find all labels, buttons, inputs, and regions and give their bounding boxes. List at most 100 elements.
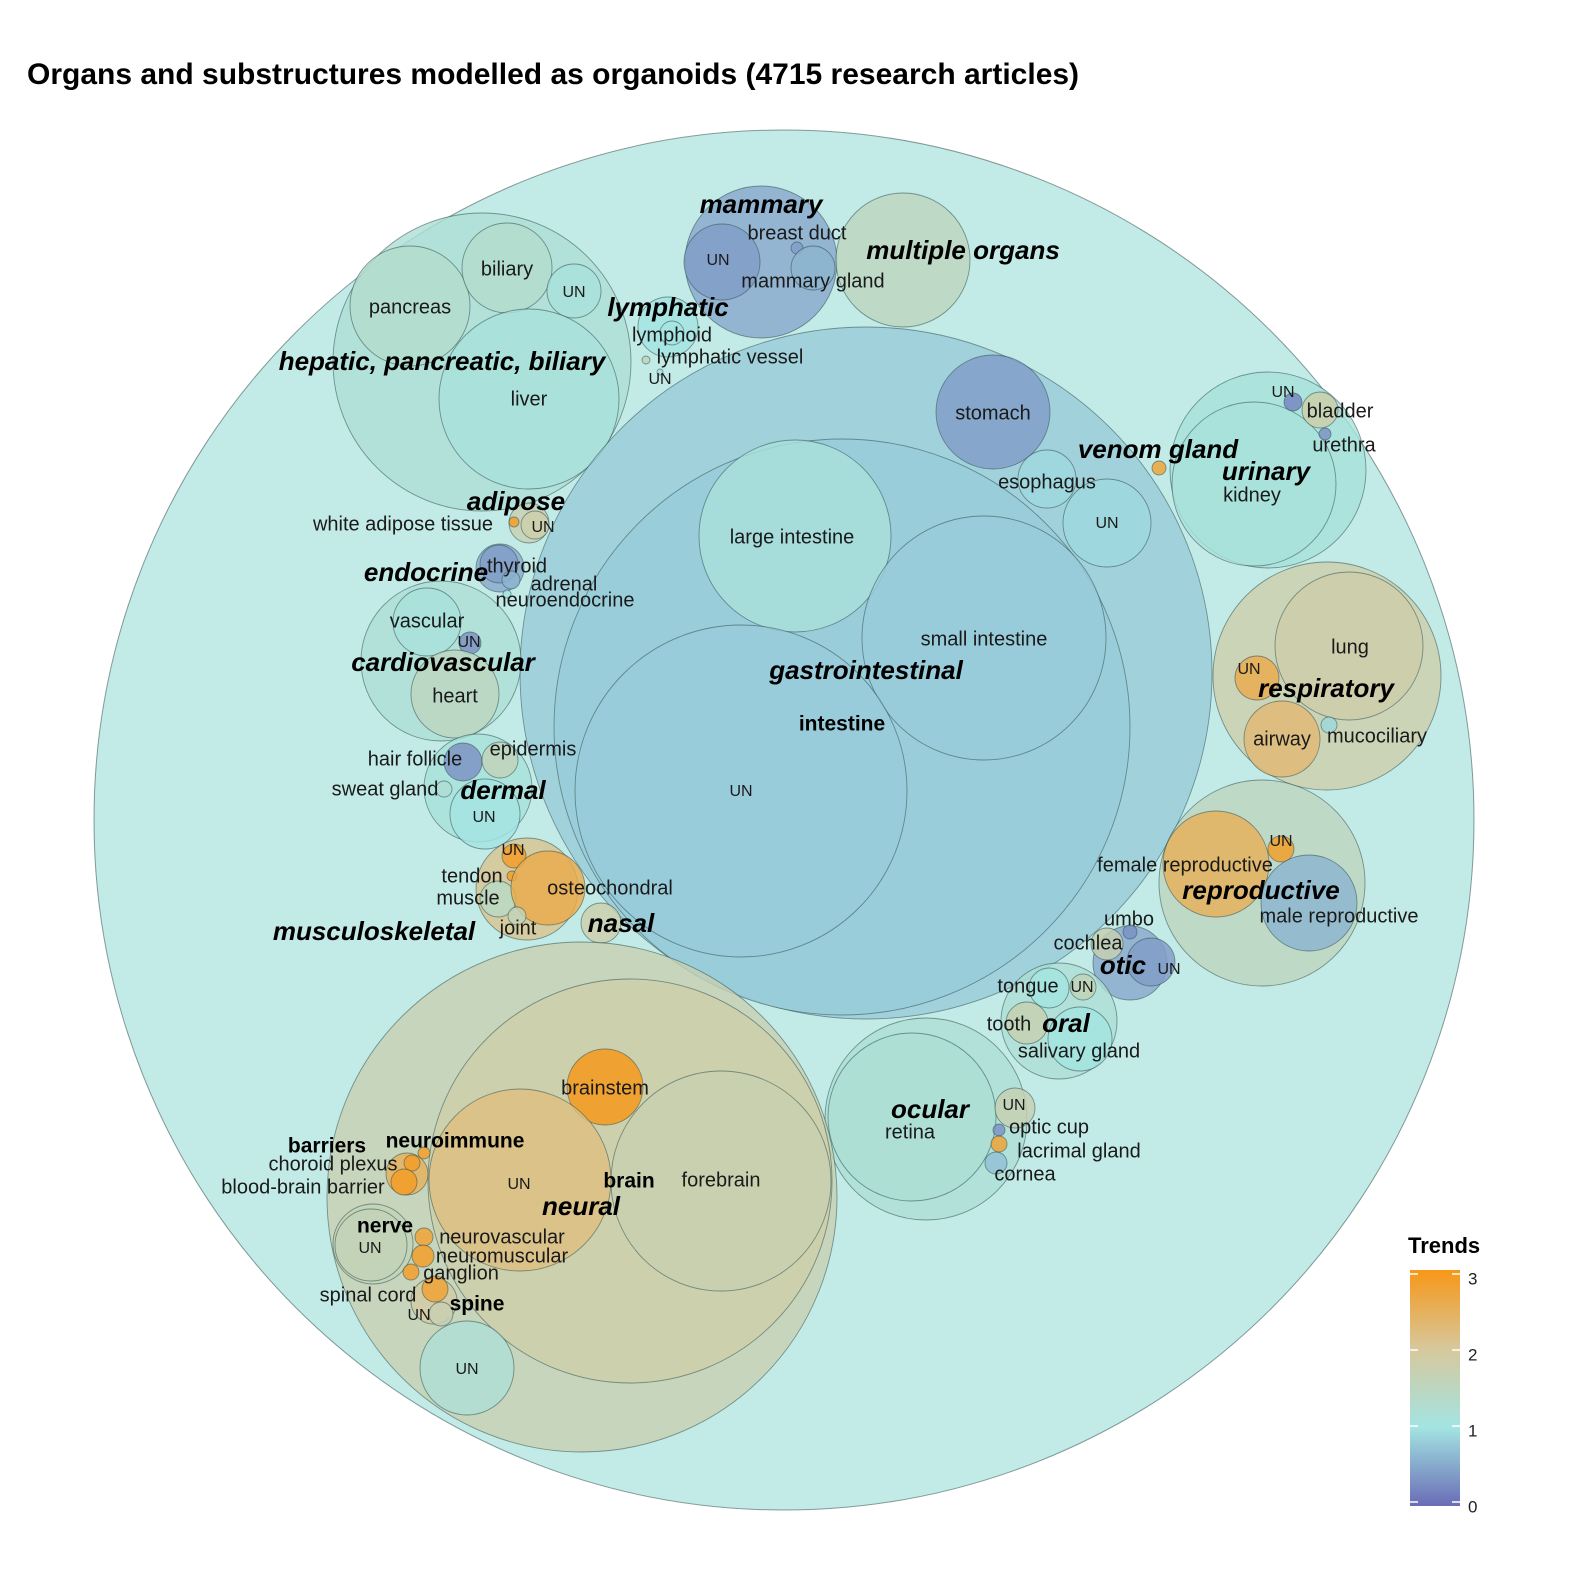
bubble-mammary-label: mammary [700, 189, 824, 219]
bubble-otic-umbo [1122, 924, 1138, 940]
bubble-neural-barriers-blood-brain-barrier-label: blood-brain barrier [221, 1176, 385, 1198]
bubble-otic-label: otic [1100, 950, 1147, 980]
bubble-hepatic-pancreatic-biliary-biliary-label: biliary [481, 258, 533, 280]
bubble-ocular-retina-label: retina [885, 1121, 936, 1143]
bubble-dermal-un-label: UN [472, 809, 495, 826]
bubble-neural-nerve-un-label: UN [358, 1240, 381, 1257]
bubble-neural-barriers-blood-brain-barrier [390, 1168, 418, 1196]
bubble-hepatic-pancreatic-biliary-un-label: UN [562, 284, 585, 301]
bubble-oral-salivary-gland-label: salivary gland [1018, 1040, 1140, 1062]
bubble-adipose-un-label: UN [531, 519, 554, 536]
bubble-respiratory-airway-label: airway [1253, 728, 1311, 750]
bubble-hepatic-pancreatic-biliary-label: hepatic, pancreatic, biliary [279, 346, 607, 376]
bubble-lymphatic-lymphatic-vessel-label: lymphatic vessel [657, 346, 804, 368]
legend-title: Trends [1408, 1233, 1480, 1258]
bubble-respiratory-un [1234, 655, 1280, 701]
bubble-cardiovascular-vascular [392, 587, 462, 657]
bubble-musculoskeletal-osteochondral-label: osteochondral [547, 877, 673, 899]
bubble-neural-nerve-neuromuscular [411, 1244, 435, 1268]
bubble-neural-nerve-label: nerve [357, 1215, 413, 1238]
bubble-gastrointestinal-un-label: UN [1095, 515, 1118, 532]
bubble-ocular-un [994, 1087, 1036, 1129]
bubble-endocrine-neuroendocrine [502, 589, 512, 599]
bubble-gastrointestinal-intestine-small-intestine-label: small intestine [921, 628, 1048, 650]
bubble-gastrointestinal-esophagus-label: esophagus [998, 471, 1096, 493]
bubble-respiratory-label: respiratory [1258, 673, 1395, 703]
bubble-otic-umbo-label: umbo [1104, 908, 1154, 930]
bubble-neural-barriers-choroid-plexus [403, 1154, 421, 1172]
bubble-neural-brain-un [428, 1088, 612, 1272]
legend-tick-label: 3 [1468, 1269, 1477, 1288]
bubble-neural-brain-un-label: UN [507, 1176, 530, 1193]
bubble-neural-barriers-choroid-plexus-label: choroid plexus [269, 1153, 398, 1175]
bubble-gastrointestinal-stomach-label: stomach [955, 402, 1031, 424]
bubble-musculoskeletal-osteochondral [510, 850, 586, 926]
bubble-gastrointestinal-un [1062, 478, 1152, 568]
bubble-respiratory-airway [1243, 700, 1321, 778]
bubble-neural-nerve-ganglion-label: ganglion [423, 1262, 499, 1284]
bubble-urinary-un [1283, 392, 1303, 412]
bubble-otic-cochlea-label: cochlea [1054, 932, 1124, 954]
bubble-oral-salivary-gland [1047, 1006, 1113, 1072]
bubble-urinary-urethra [1318, 427, 1332, 441]
bubble-cardiovascular-vascular-label: vascular [390, 610, 465, 632]
bubble-endocrine-neuroendocrine-label: neuroendocrine [496, 589, 635, 611]
bubble-neural-un [419, 1320, 515, 1416]
bubble-neural-label: neural [542, 1191, 621, 1221]
bubble-ocular-retina [827, 1032, 997, 1202]
bubble-oral-tooth-label: tooth [987, 1013, 1031, 1035]
bubble-neural-spine-label: spine [450, 1293, 505, 1316]
bubble-gastrointestinal-label: gastrointestinal [768, 655, 963, 685]
bubble-hepatic-pancreatic-biliary-un [546, 263, 602, 319]
bubble-reproductive-label: reproductive [1182, 875, 1340, 905]
bubble-mammary-breast-duct-label: breast duct [748, 222, 847, 244]
bubble-neural-spine-spinal-cord-label: spinal cord [320, 1284, 417, 1306]
bubble-urinary-kidney [1171, 401, 1337, 567]
bubble-multiple-organs [835, 192, 971, 328]
bubble-musculoskeletal-joint-label: joint [499, 917, 537, 939]
bubble-ocular-lacrimal-gland-label: lacrimal gland [1017, 1140, 1140, 1162]
bubble-urinary-urethra-label: urethra [1312, 434, 1376, 456]
bubble-cardiovascular-heart [410, 649, 500, 739]
bubble-urinary-un-label: UN [1271, 384, 1294, 401]
bubble-venom-gland-label: venom gland [1078, 434, 1239, 464]
bubble-ocular-cornea [984, 1151, 1008, 1175]
bubble-ocular-optic-cup [992, 1123, 1006, 1137]
bubble-reproductive-male-reproductive [1260, 854, 1358, 952]
bubble-neural-spine-un-label: UN [407, 1307, 430, 1324]
bubble-gastrointestinal-intestine-label: intestine [799, 713, 885, 736]
bubble-ocular-label: ocular [891, 1094, 971, 1124]
bubble-respiratory-lung-label: lung [1331, 636, 1369, 658]
bubble-ocular-optic-cup-label: optic cup [1009, 1116, 1089, 1138]
bubble-dermal-hair-follicle-label: hair follicle [368, 748, 462, 770]
bubble-reproductive-female-reproductive [1162, 810, 1270, 918]
bubble-endocrine-label: endocrine [364, 557, 488, 587]
bubble-gastrointestinal-intestine-un [574, 624, 908, 958]
bubble-lymphatic-label: lymphatic [607, 292, 729, 322]
bubble-nasal-label: nasal [588, 908, 655, 938]
bubble-oral-tongue-label: tongue [997, 975, 1058, 997]
bubble-neural-nerve-neurovascular-label: neurovascular [439, 1226, 565, 1248]
bubble-neural-un-label: UN [455, 1361, 478, 1378]
bubble-musculoskeletal-joint [507, 906, 527, 926]
bubble-neural-brain-brainstem-label: brainstem [561, 1077, 649, 1099]
bubble-reproductive-un [1267, 835, 1295, 863]
bubble-venom-gland [1151, 460, 1167, 476]
bubble-adipose-white-adipose-tissue [508, 516, 520, 528]
bubble-mammary-un-label: UN [706, 252, 729, 269]
bubble-otic-un-label: UN [1157, 961, 1180, 978]
bubble-dermal-label: dermal [460, 775, 546, 805]
bubble-adipose-un [520, 510, 550, 540]
bubble-gastrointestinal-esophagus [1017, 449, 1077, 509]
legend-tick-label: 0 [1468, 1497, 1477, 1516]
bubble-dermal-sweat-gland [435, 780, 453, 798]
legend-tick-label: 2 [1468, 1345, 1477, 1364]
chart-title: Organs and substructures modelled as org… [27, 58, 1080, 91]
bubble-respiratory-mucociliary [1320, 716, 1338, 734]
bubble-reproductive-female-reproductive-label: female reproductive [1097, 854, 1273, 876]
bubble-gastrointestinal-intestine-large-intestine-label: large intestine [730, 526, 855, 548]
bubble-adipose-label: adipose [467, 486, 565, 516]
bubble-urinary-bladder-label: bladder [1307, 400, 1374, 422]
